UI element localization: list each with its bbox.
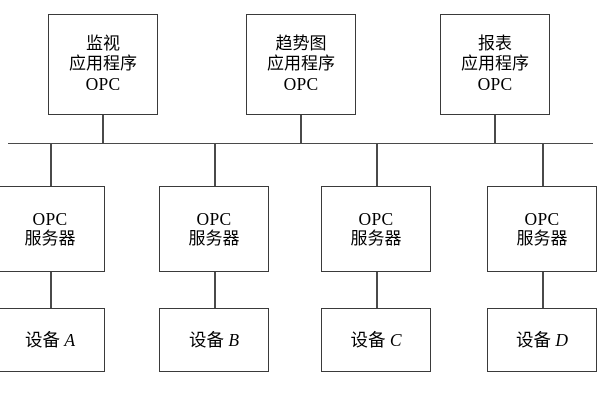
connector-bus-to-server-1 xyxy=(50,143,52,187)
device-box-b-text: 设备 B xyxy=(189,330,239,351)
connector-application-monitoring-to-bus xyxy=(102,115,104,144)
application-box-trend-chart-line2: 应用程序 xyxy=(267,54,335,74)
device-box-d-text: 设备 D xyxy=(516,330,568,351)
connector-application-trend-chart-to-bus xyxy=(300,115,302,144)
opc-server-box-3-line1: OPC xyxy=(358,208,394,229)
application-box-report[interactable]: 报表 应用程序 OPC xyxy=(440,14,550,115)
connector-bus-to-server-3 xyxy=(376,143,378,187)
connector-server-3-to-device-c xyxy=(376,272,378,308)
device-box-c-label: 设备 xyxy=(350,329,390,350)
opc-server-box-3-line2: 服务器 xyxy=(350,229,402,249)
device-box-b[interactable]: 设备 B xyxy=(159,308,269,372)
network-bus-line xyxy=(8,142,593,145)
application-box-trend-chart-line1: 趋势图 xyxy=(275,34,327,54)
connector-bus-to-server-4 xyxy=(542,143,544,187)
application-box-monitoring-line1: 监视 xyxy=(86,34,120,54)
device-box-d-id: D xyxy=(555,329,568,350)
device-box-a-id: A xyxy=(64,329,76,350)
opc-server-box-3[interactable]: OPC 服务器 xyxy=(321,186,431,272)
application-box-trend-chart-line3: OPC xyxy=(283,74,319,95)
application-box-report-line2: 应用程序 xyxy=(461,54,529,74)
application-box-trend-chart[interactable]: 趋势图 应用程序 OPC xyxy=(246,14,356,115)
device-box-a[interactable]: 设备 A xyxy=(0,308,105,372)
opc-server-box-2-line1: OPC xyxy=(196,208,232,229)
opc-server-box-4-line2: 服务器 xyxy=(516,229,568,249)
device-box-d[interactable]: 设备 D xyxy=(487,308,597,372)
opc-server-box-1-line2: 服务器 xyxy=(24,229,76,249)
application-box-report-line1: 报表 xyxy=(478,34,512,54)
device-box-a-label: 设备 xyxy=(24,329,65,350)
application-box-monitoring-line3: OPC xyxy=(85,74,121,95)
opc-server-box-1[interactable]: OPC 服务器 xyxy=(0,186,105,272)
opc-server-box-4-line1: OPC xyxy=(524,208,560,229)
connector-server-4-to-device-d xyxy=(542,272,544,308)
application-box-report-line3: OPC xyxy=(477,74,513,95)
opc-server-box-2[interactable]: OPC 服务器 xyxy=(159,186,269,272)
application-box-monitoring-line2: 应用程序 xyxy=(69,54,137,74)
connector-server-2-to-device-b xyxy=(214,272,216,308)
device-box-d-label: 设备 xyxy=(515,329,556,350)
opc-server-box-2-line2: 服务器 xyxy=(188,229,240,249)
device-box-c-id: C xyxy=(389,329,402,350)
device-box-b-label: 设备 xyxy=(188,329,229,350)
connector-bus-to-server-2 xyxy=(214,143,216,187)
connector-server-1-to-device-a xyxy=(50,272,52,308)
opc-server-box-1-line1: OPC xyxy=(32,208,68,229)
opc-server-box-4[interactable]: OPC 服务器 xyxy=(487,186,597,272)
device-box-c-text: 设备 C xyxy=(350,330,401,351)
device-box-c[interactable]: 设备 C xyxy=(321,308,431,372)
connector-application-report-to-bus xyxy=(494,115,496,144)
device-box-b-id: B xyxy=(228,329,240,350)
application-box-monitoring[interactable]: 监视 应用程序 OPC xyxy=(48,14,158,115)
device-box-a-text: 设备 A xyxy=(25,330,75,351)
